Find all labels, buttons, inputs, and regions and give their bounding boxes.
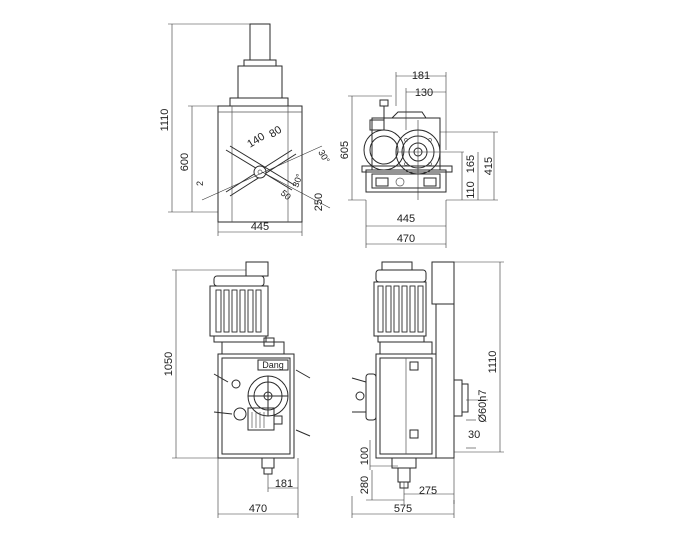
dim-60h7-label: Ø60h7 [477, 389, 489, 422]
dim-250-label: 250 [313, 193, 325, 211]
dim-275-label: 275 [419, 485, 437, 497]
dim-100-label: 100 [359, 447, 371, 465]
dim-470-label: 470 [397, 233, 415, 245]
dim-1110-label: 1110 [159, 109, 171, 132]
dim-181-label: 181 [412, 70, 430, 82]
top-right-view: 181 130 605 165 415 110 445 470 [339, 70, 498, 248]
dim-30a-label: 30° [316, 148, 332, 165]
bottom-right-view: 1110 Ø60h7 30 100 280 275 575 [351, 261, 504, 518]
dim-445-label: 445 [397, 213, 415, 225]
bottom-left-view: Dang 1050 181 470 [163, 261, 311, 518]
dim-575-label: 575 [394, 503, 412, 515]
brand-label: Dang [262, 360, 284, 370]
column-top [431, 261, 455, 305]
dim-470-label: 470 [249, 503, 267, 515]
dim-280-label: 280 [359, 476, 371, 494]
dim-1050-label: 1050 [163, 352, 175, 376]
dim-80-label: 80 [267, 124, 284, 141]
base-plate [365, 169, 447, 193]
dim-445-label: 445 [251, 221, 269, 233]
dim-165-label: 165 [465, 155, 477, 173]
dim-30b-label: 30° [290, 172, 304, 189]
adapter-plate [229, 97, 289, 107]
dim-415-label: 415 [483, 157, 495, 175]
motor-flange [243, 59, 277, 67]
dim-140-label: 140 [245, 131, 267, 151]
brand-plate [257, 359, 289, 371]
dim-605-label: 605 [339, 141, 351, 159]
dim-50-label: 50 [279, 188, 293, 202]
dim-600-label: 600 [179, 153, 191, 171]
dim-30-label: 30 [468, 429, 480, 441]
motor-body [237, 65, 283, 99]
dim-130-label: 130 [415, 87, 433, 99]
gearbox [217, 353, 295, 459]
motor-top-cap [249, 23, 271, 61]
top-left-view: 1110 600 445 140 80 30° 30° 250 50 2 [159, 23, 332, 236]
dim-1110-label: 1110 [487, 351, 499, 374]
dim-181-label: 181 [275, 478, 293, 490]
gearbox-body [217, 105, 303, 223]
dim-2-label: 2 [195, 181, 205, 186]
dim-110-label: 110 [465, 181, 477, 199]
